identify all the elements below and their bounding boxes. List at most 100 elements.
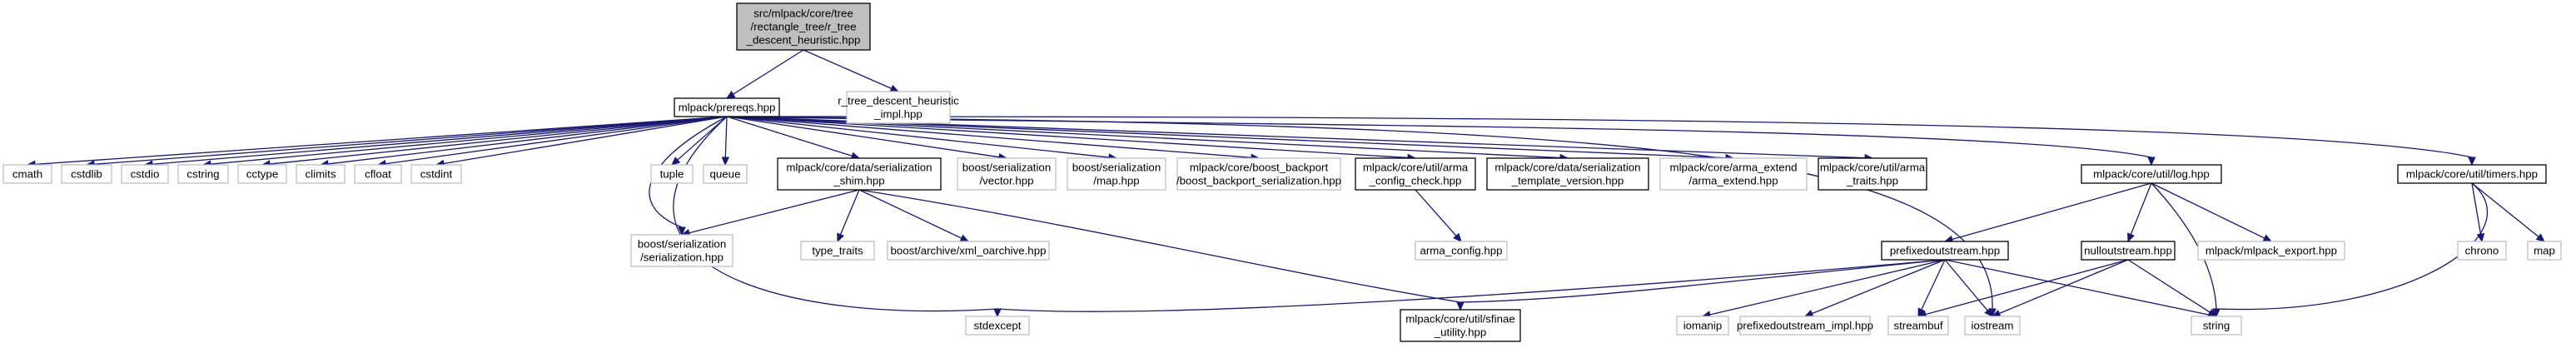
edge-timers-to-map — [2471, 182, 2545, 242]
node-box — [1659, 157, 1808, 191]
edge-arrowhead — [889, 84, 900, 92]
edge-line — [997, 259, 1946, 312]
node-shim[interactable]: mlpack/core/data/serialization_shim.hpp — [777, 157, 942, 191]
node-root[interactable]: src/mlpack/core/tree/rectangle_tree/r_tr… — [736, 2, 871, 51]
node-label-line: r_tree_descent_heuristic — [838, 95, 959, 107]
edge-line — [689, 189, 860, 234]
node-label-line: mlpack/core/util/arma — [1363, 162, 1469, 174]
edge-arrowhead — [725, 90, 736, 99]
node-cstdint: cstdint — [410, 164, 462, 184]
node-label-line: mlpack/core/util/sfinae — [1405, 313, 1515, 326]
node-label-line: /serialization.hpp — [640, 251, 724, 264]
node-label-line: prefixedoutstream.hpp — [1890, 245, 2000, 257]
node-label-line: tuple — [660, 168, 684, 181]
edge-shim-to-xmloarch — [858, 189, 970, 242]
node-prereqs[interactable]: mlpack/prereqs.hpp — [674, 97, 780, 117]
edge-line — [1812, 259, 1946, 315]
node-armacfg[interactable]: mlpack/core/util/arma_config_check.hpp — [1355, 157, 1476, 191]
edge-arrowhead — [959, 234, 970, 242]
node-label-line: queue — [710, 168, 741, 181]
node-sfinae[interactable]: mlpack/core/util/sfinae_utility.hpp — [1400, 309, 1521, 342]
edge-line — [726, 116, 1252, 158]
node-box — [121, 164, 169, 184]
node-string: string — [2191, 316, 2242, 336]
edge-arrowhead — [671, 157, 681, 166]
edge-line — [2151, 182, 2265, 239]
node-label-line: climits — [306, 168, 336, 181]
node-armatraits[interactable]: mlpack/core/util/arma_traits.hpp — [1818, 157, 1927, 191]
node-streambuf: streambuf — [1887, 316, 1949, 336]
edge-line — [2471, 182, 2482, 235]
node-nullout[interactable]: nulloutstream.hpp — [2081, 241, 2176, 261]
node-label-line: iostream — [1972, 320, 2014, 332]
node-label-line: stdexcept — [974, 320, 1022, 332]
node-box — [1887, 316, 1949, 336]
edge-root-to-prereqs — [725, 49, 804, 99]
node-label-line: boost/serialization — [962, 162, 1051, 174]
edge-prereqs-to-armacfg — [726, 116, 1417, 162]
node-label-line: /map.hpp — [1093, 175, 1139, 187]
node-label-line: nulloutstream.hpp — [2084, 245, 2172, 257]
edge-nullout-to-string — [2127, 259, 2218, 317]
edge-line — [1709, 259, 1946, 316]
edge-arrowhead — [837, 232, 845, 243]
edge-arrowhead — [2535, 233, 2545, 242]
node-label-line: _config_check.hpp — [1369, 175, 1462, 187]
node-label-line: _descent_heuristic.hpp — [746, 34, 861, 47]
node-label-line: _traits.hpp — [1846, 175, 1898, 187]
node-box — [61, 164, 112, 184]
node-box — [2, 164, 52, 184]
node-box — [354, 164, 402, 184]
node-box — [630, 234, 734, 267]
edge-line — [1999, 259, 2129, 315]
node-sertmpl[interactable]: mlpack/core/data/serialization_template_… — [1486, 157, 1649, 191]
node-label-line: mlpack/core/arma_extend — [1670, 162, 1798, 174]
node-label-line: string — [2203, 320, 2230, 332]
node-label-line: src/mlpack/core/tree — [753, 7, 853, 20]
node-rtree-impl: r_tree_descent_heuristic_impl.hpp — [838, 91, 959, 124]
node-box — [2527, 241, 2562, 261]
node-box — [2397, 164, 2547, 184]
edge-line — [726, 116, 1110, 158]
node-label-line: cmath — [12, 168, 42, 181]
node-label-line: mlpack/mlpack_export.hpp — [2206, 245, 2337, 257]
node-label-line: /boost_backport_serialization.hpp — [1176, 175, 1341, 187]
node-label-line: cstdlib — [71, 168, 102, 181]
edge-arrowhead — [1456, 301, 1465, 311]
node-label-line: chrono — [2465, 245, 2499, 257]
edge-line — [733, 49, 804, 95]
edge-log-to-prefixed — [1943, 182, 2152, 244]
edge-line — [1921, 259, 1946, 311]
edge-timers-to-string — [2212, 182, 2489, 318]
edge-line — [1460, 259, 1946, 303]
node-box — [2197, 241, 2345, 261]
node-box — [2081, 164, 2222, 184]
node-label-line: cfloat — [365, 168, 391, 181]
edge-line — [2127, 259, 2210, 313]
edge-line — [1944, 259, 1988, 311]
edge-line — [93, 116, 728, 165]
node-prefixed[interactable]: prefixedoutstream.hpp — [1881, 241, 2009, 261]
node-box — [1176, 157, 1341, 191]
edge-root-to-rtree_impl — [803, 49, 900, 92]
node-box — [1964, 316, 2021, 336]
node-iomanip: iomanip — [1676, 316, 1729, 336]
node-timers[interactable]: mlpack/core/util/timers.hpp — [2397, 164, 2547, 184]
node-cfloat: cfloat — [354, 164, 402, 184]
edge-prefixed-to-string — [1944, 259, 2218, 319]
edge-arrowhead — [1803, 310, 1814, 317]
edge-arrowhead — [1453, 232, 1462, 242]
node-label-line: _utility.hpp — [1434, 326, 1487, 339]
edge-line — [327, 116, 728, 165]
node-label-line: cstring — [186, 168, 219, 181]
edge-line — [726, 116, 1993, 310]
edge-line — [152, 116, 728, 165]
node-label-line: _impl.hpp — [873, 108, 922, 121]
edge-arrowhead — [678, 226, 686, 236]
node-mlexport: mlpack/mlpack_export.hpp — [2197, 241, 2345, 261]
edge-line — [210, 116, 728, 165]
node-label-line: _template_version.hpp — [1511, 175, 1624, 187]
node-log[interactable]: mlpack/core/util/log.hpp — [2081, 164, 2222, 184]
edge-arrowhead — [2147, 157, 2156, 167]
node-chrono: chrono — [2457, 241, 2507, 261]
